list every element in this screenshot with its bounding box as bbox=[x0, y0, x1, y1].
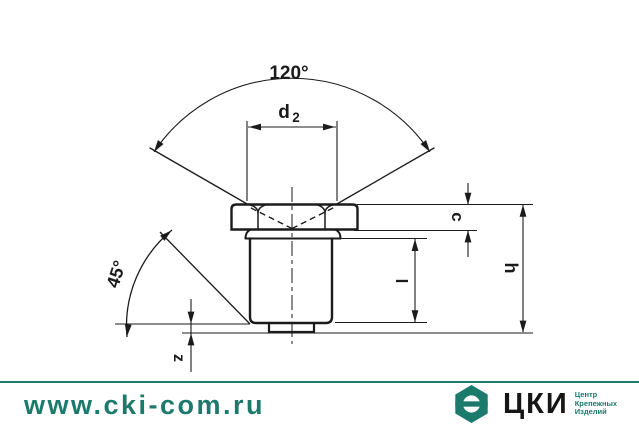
technical-drawing: 120° d 2 45° c l h z bbox=[103, 63, 533, 372]
hidden-cone-lines bbox=[247, 205, 337, 230]
cone-construction-lines bbox=[149, 147, 435, 206]
dim-h-label: h bbox=[501, 263, 521, 274]
logo-tagline: Центр Крепежных Изделий bbox=[575, 391, 617, 417]
website-watermark: www.cki-com.ru bbox=[24, 390, 266, 420]
arrowheads bbox=[124, 123, 527, 346]
arc-45 bbox=[125, 229, 173, 338]
cki-logo: ЦКИ Центр Крепежных Изделий bbox=[452, 384, 617, 424]
dim-d2-label: d bbox=[278, 102, 290, 123]
hex-head-faces bbox=[248, 203, 335, 230]
dim-d2-subscript: 2 bbox=[292, 110, 300, 125]
dim-z-label: z bbox=[170, 354, 187, 362]
footer-divider bbox=[0, 381, 639, 383]
dim-45-label: 45° bbox=[103, 258, 130, 290]
hex-nut-icon bbox=[455, 384, 488, 424]
tagline-line-1: Центр bbox=[574, 390, 598, 400]
tagline-line-3: Изделий bbox=[574, 407, 607, 417]
tagline-line-2: Крепежных bbox=[574, 398, 618, 408]
bolt-outline bbox=[230, 203, 359, 334]
washer-left-fillet bbox=[244, 228, 252, 240]
washer-right-fillet bbox=[334, 228, 342, 240]
dim-l-label: l bbox=[392, 279, 411, 284]
logo-text: ЦКИ bbox=[503, 388, 569, 420]
hex-head bbox=[230, 203, 359, 231]
dim-120-label: 120° bbox=[269, 63, 308, 84]
dim-c-label: c bbox=[448, 212, 467, 221]
arc-120 bbox=[153, 77, 431, 153]
shank bbox=[248, 237, 334, 325]
